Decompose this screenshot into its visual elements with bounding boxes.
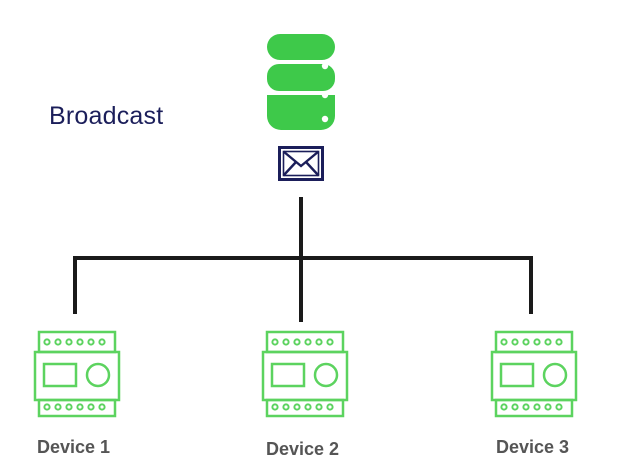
device-1-icon xyxy=(33,330,121,418)
device-2-label: Device 2 xyxy=(266,439,340,459)
database-server-icon xyxy=(267,34,335,130)
connection-lines xyxy=(73,197,533,322)
device-1-label: Device 1 xyxy=(37,437,111,457)
diagram-title: Broadcast xyxy=(49,102,164,130)
device-3-label: Device 3 xyxy=(496,437,570,457)
device-3-icon xyxy=(490,330,578,418)
device-2-icon xyxy=(261,330,349,418)
envelope-icon xyxy=(278,146,324,181)
